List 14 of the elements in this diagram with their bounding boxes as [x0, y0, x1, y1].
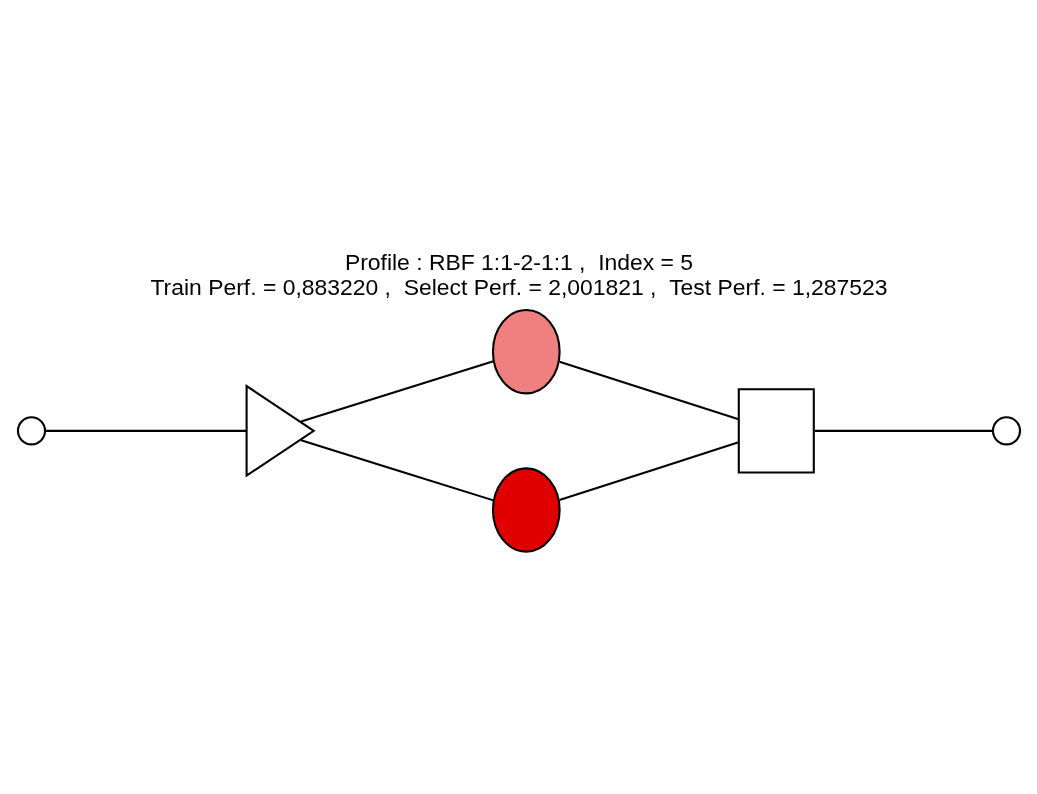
connector — [45, 429, 246, 432]
connector — [300, 438, 494, 501]
connector — [300, 359, 494, 422]
connector — [814, 429, 992, 432]
node-circle — [16, 415, 46, 445]
connector — [558, 360, 739, 420]
node-box — [737, 387, 815, 474]
caption: Train Perf. = 0,883220 , Select Perf. = 2,001821 , Test Perf. = 1,287523 — [149, 273, 888, 300]
node-circle — [991, 415, 1021, 445]
diagram-title: Profile : RBF 1:1-2-1:1 , Index = 5 — [344, 248, 693, 275]
node-ellipse — [491, 466, 561, 553]
node-ellipse — [491, 308, 561, 394]
node-triangle — [245, 383, 316, 478]
connector — [558, 440, 739, 501]
